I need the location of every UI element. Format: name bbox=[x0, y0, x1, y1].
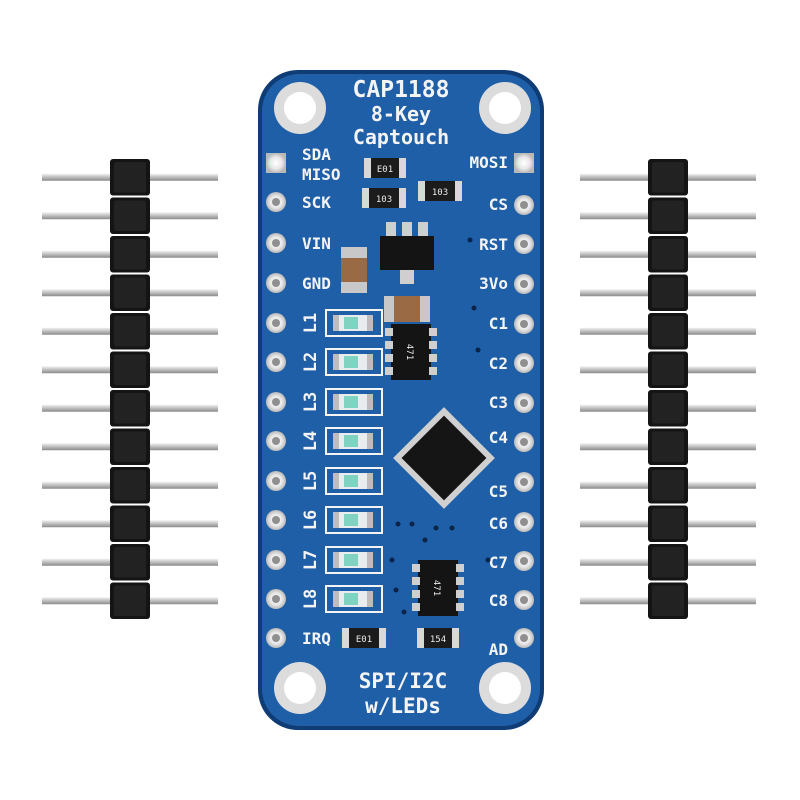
resistor-mid-right: 103 bbox=[418, 181, 462, 201]
right-pin-label: C2 bbox=[489, 354, 508, 373]
left-pin-label: MISO bbox=[302, 165, 341, 184]
pad-hole bbox=[520, 280, 528, 288]
pad-hole bbox=[272, 198, 280, 206]
left-pin-label: L7 bbox=[301, 550, 321, 570]
pad-hole bbox=[272, 595, 280, 603]
pad-hole bbox=[272, 239, 280, 247]
resistor-top: E01 bbox=[364, 158, 406, 178]
board-footer-leds: w/LEDs bbox=[365, 694, 441, 718]
right-pin-label: C3 bbox=[489, 393, 508, 412]
pad-hole bbox=[520, 596, 528, 604]
pad-square bbox=[266, 153, 286, 173]
left-pin-label: SCK bbox=[302, 193, 331, 212]
right-pin-label: C5 bbox=[489, 482, 508, 501]
pad-hole bbox=[272, 398, 280, 406]
led bbox=[325, 388, 383, 416]
resistor-bottom-left-marking: E01 bbox=[356, 635, 372, 645]
mounting-hole-bottom-right bbox=[479, 662, 531, 714]
board-subtitle: 8-Key bbox=[371, 102, 431, 126]
led bbox=[325, 309, 383, 337]
right-pin-label: C6 bbox=[489, 514, 508, 533]
resistor-array-bottom-marking: 471 bbox=[431, 580, 441, 596]
led bbox=[325, 546, 383, 574]
left-pin-label: L6 bbox=[301, 510, 321, 530]
resistor-array-top-marking: 471 bbox=[404, 344, 414, 360]
board-footer-interface: SPI/I2C bbox=[359, 669, 448, 693]
pad-hole bbox=[272, 319, 280, 327]
pad-hole bbox=[520, 399, 528, 407]
led bbox=[325, 427, 383, 455]
pad-hole bbox=[520, 557, 528, 565]
pad-hole bbox=[272, 437, 280, 445]
pad-hole bbox=[520, 518, 528, 526]
right-pin-label: 3Vo bbox=[479, 274, 508, 293]
right-pin-label: CS bbox=[489, 195, 508, 214]
left-pin-label: L5 bbox=[301, 471, 321, 491]
pad-hole bbox=[272, 279, 280, 287]
pad-hole bbox=[272, 556, 280, 564]
resistor-bottom-left: E01 bbox=[342, 628, 386, 648]
cap1188-chip bbox=[393, 407, 495, 509]
capacitor-center bbox=[384, 296, 430, 322]
led bbox=[325, 348, 383, 376]
led bbox=[325, 506, 383, 534]
pcb-board: CAP1188 8-Key Captouch SPI/I2C w/LEDs SD… bbox=[258, 70, 544, 730]
resistor-bottom-right: 154 bbox=[417, 628, 459, 648]
resistor-array-bottom: 471 bbox=[412, 560, 464, 616]
left-pin-label: L8 bbox=[301, 589, 321, 609]
pad-hole bbox=[272, 516, 280, 524]
pad-hole bbox=[520, 320, 528, 328]
left-pin-label: VIN bbox=[302, 234, 331, 253]
left-pin-label: IRQ bbox=[302, 629, 331, 648]
board-subtitle-2: Captouch bbox=[353, 125, 449, 149]
pad-hole bbox=[520, 634, 528, 642]
resistor-mid-left: 103 bbox=[362, 188, 406, 208]
led-column bbox=[325, 309, 383, 613]
resistor-mid-right-marking: 103 bbox=[432, 188, 448, 198]
resistor-bottom-right-marking: 154 bbox=[430, 635, 446, 645]
left-header-body bbox=[110, 159, 150, 619]
led bbox=[325, 585, 383, 613]
pcb-surface bbox=[262, 74, 540, 726]
pad-hole bbox=[520, 201, 528, 209]
right-pin-label: C7 bbox=[489, 553, 508, 572]
left-pin-label: L1 bbox=[301, 313, 321, 333]
mounting-hole-top-right bbox=[479, 82, 531, 134]
board-title: CAP1188 bbox=[353, 77, 450, 103]
right-pin-label: RST bbox=[479, 235, 508, 254]
pad-hole bbox=[520, 478, 528, 486]
left-pin-label: L4 bbox=[301, 431, 321, 451]
left-pin-label: SDA bbox=[302, 145, 331, 164]
left-pin-label: L3 bbox=[301, 392, 321, 412]
pad-hole bbox=[520, 240, 528, 248]
voltage-regulator bbox=[380, 222, 434, 284]
capacitor-left bbox=[341, 247, 367, 293]
left-pin-header bbox=[42, 159, 218, 619]
right-pin-label: C8 bbox=[489, 591, 508, 610]
right-pin-label: MOSI bbox=[469, 153, 508, 172]
pad-hole bbox=[272, 358, 280, 366]
left-pin-label: GND bbox=[302, 274, 331, 293]
pad-square bbox=[514, 153, 534, 173]
pad-hole bbox=[272, 477, 280, 485]
right-header-body bbox=[648, 159, 688, 619]
led bbox=[325, 467, 383, 495]
mounting-hole-top-left bbox=[274, 82, 326, 134]
pad-hole bbox=[520, 438, 528, 446]
pad-hole bbox=[520, 359, 528, 367]
right-pin-label: C1 bbox=[489, 314, 508, 333]
mounting-hole-bottom-left bbox=[274, 662, 326, 714]
resistor-mid-left-marking: 103 bbox=[376, 195, 392, 205]
pad-hole bbox=[272, 634, 280, 642]
right-pin-label: C4 bbox=[489, 428, 508, 447]
right-pin-header bbox=[580, 159, 756, 619]
left-pin-label: L2 bbox=[301, 352, 321, 372]
resistor-array-top: 471 bbox=[385, 324, 437, 380]
vias bbox=[389, 237, 491, 615]
resistor-top-marking: E01 bbox=[377, 165, 393, 175]
right-pin-label: AD bbox=[489, 640, 508, 659]
